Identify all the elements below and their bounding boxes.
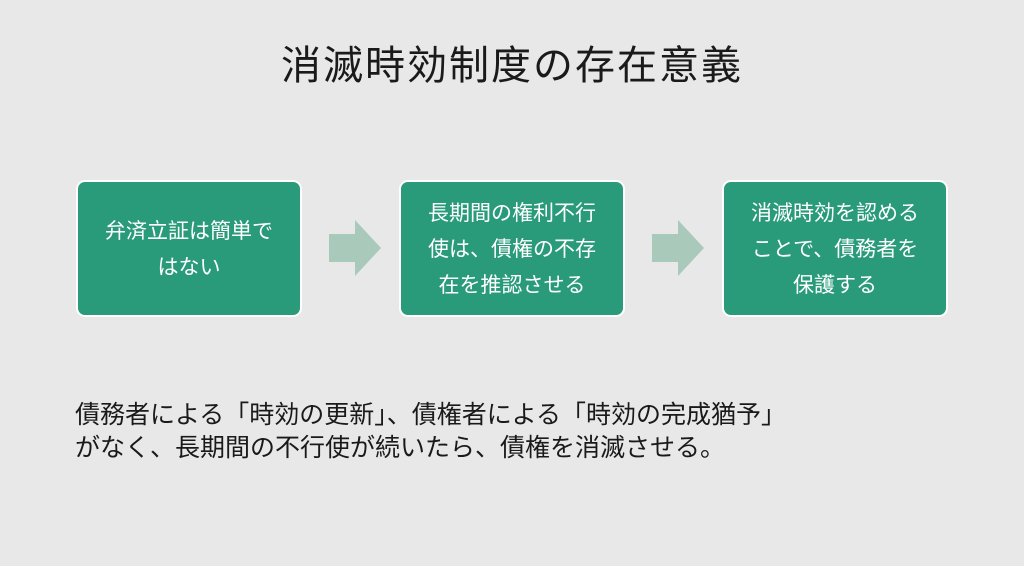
arrow-2-shape xyxy=(652,220,704,276)
flow-step-1-text: 弁済立証は簡単で はない xyxy=(105,218,273,279)
flow-step-1: 弁済立証は簡単で はない xyxy=(76,180,302,317)
arrow-right-icon xyxy=(652,220,704,276)
arrow-1-shape xyxy=(329,220,381,276)
arrow-right-icon xyxy=(329,220,381,276)
flow-step-2: 長期間の権利不行 使は、債権の不存 在を推認させる xyxy=(399,180,625,317)
slide-title: 消滅時効制度の存在意義 xyxy=(281,43,743,89)
flow-step-3-text: 消滅時効を認める ことで、債務者を 保護する xyxy=(751,200,919,297)
flow-step-3: 消滅時効を認める ことで、債務者を 保護する xyxy=(722,180,948,317)
flow-step-2-text: 長期間の権利不行 使は、債権の不存 在を推認させる xyxy=(428,200,596,297)
description-text: 債務者による「時効の更新」、債権者による「時効の完成猶予」 がなく、長期間の不行… xyxy=(75,400,787,462)
